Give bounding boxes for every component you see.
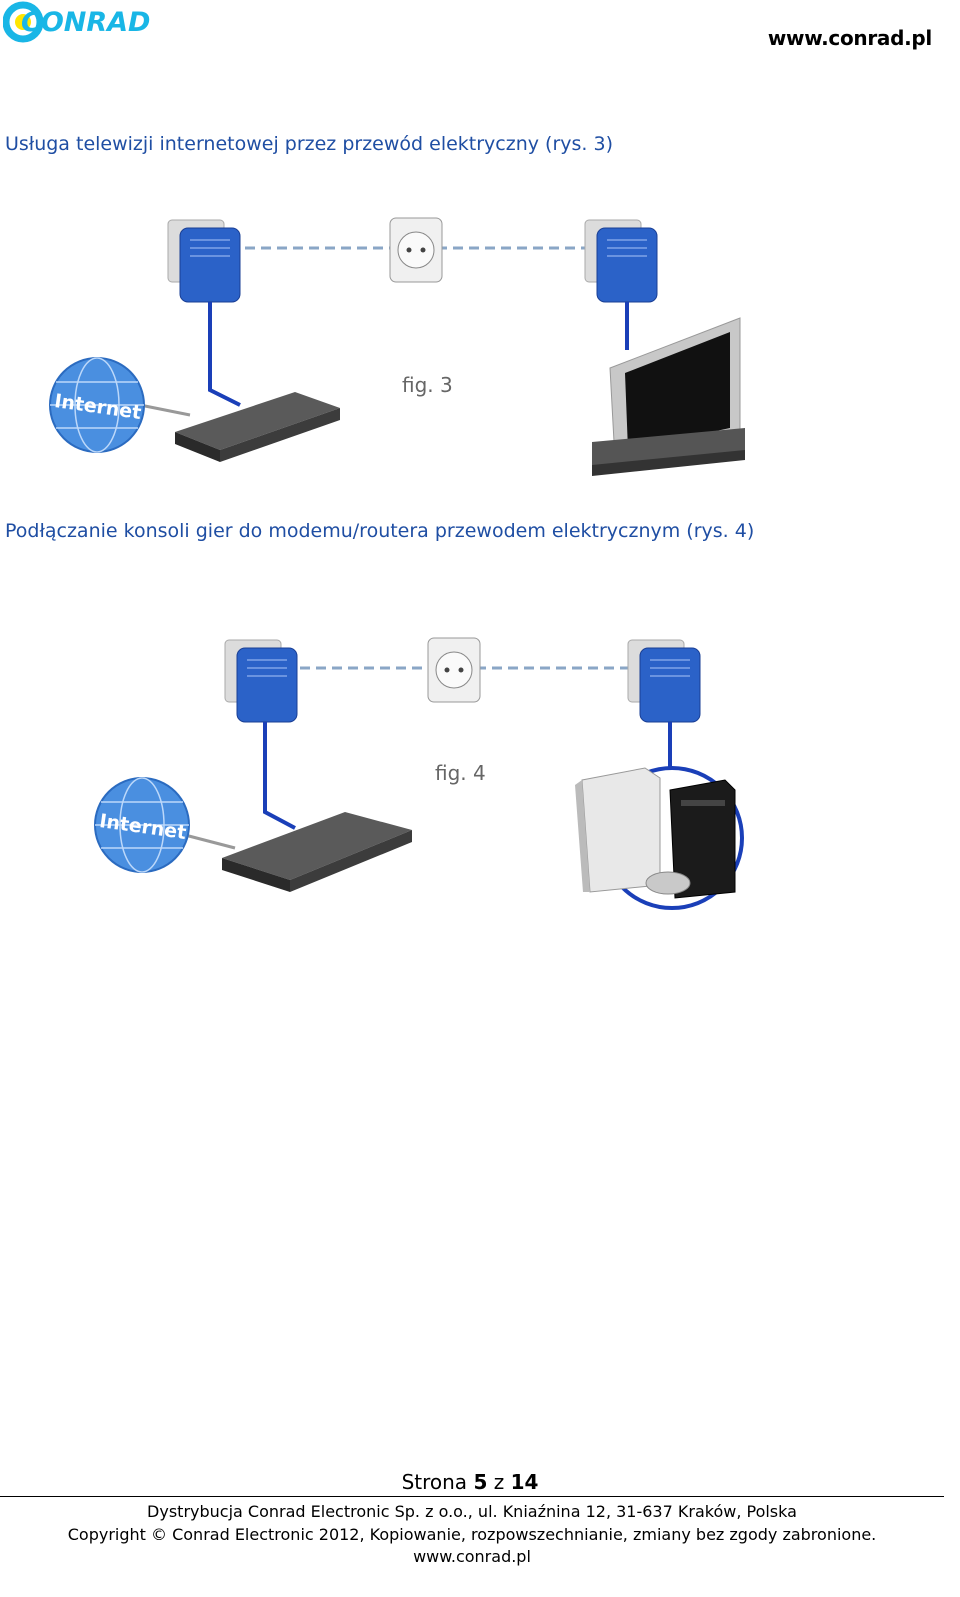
- figure-4-diagram: Internet fig. 4: [94, 637, 744, 910]
- powerline-adapter-left: [224, 639, 298, 723]
- cable-to-router: [208, 302, 241, 407]
- section-heading-tv: Usługa telewizji internetowej przez prze…: [5, 133, 613, 155]
- tv-icon: [592, 317, 745, 476]
- figure-label: fig. 4: [435, 761, 486, 785]
- footer-copyright: Copyright © Conrad Electronic 2012, Kopi…: [67, 1525, 877, 1544]
- powerline-adapter-right: [627, 639, 701, 723]
- logo-text: CONRAD: [21, 7, 150, 38]
- page-prefix: Strona: [401, 1470, 468, 1494]
- router-icon: [175, 392, 340, 462]
- wall-socket: [389, 217, 443, 283]
- page-number: Strona 5 z 14: [0, 1470, 940, 1494]
- internet-globe-icon: Internet: [94, 777, 190, 873]
- powerline-adapter-right: [584, 219, 658, 303]
- figure-3-diagram: Internet fig. 3: [49, 217, 745, 476]
- footer-site-url[interactable]: www.conrad.pl: [413, 1547, 531, 1566]
- section-heading-console: Podłączanie konsoli gier do modemu/route…: [5, 520, 755, 542]
- wall-socket: [427, 637, 481, 703]
- cable-globe-router: [139, 403, 191, 417]
- site-url-header[interactable]: www.conrad.pl: [767, 26, 932, 50]
- figure-label: fig. 3: [402, 373, 453, 397]
- gamepad-icon: [645, 871, 691, 895]
- cable-to-router: [263, 722, 296, 830]
- powerline-adapter-left: [167, 219, 241, 303]
- cable-globe-router: [184, 833, 236, 850]
- page-current: 5: [473, 1470, 488, 1494]
- page-total: 14: [510, 1470, 539, 1494]
- footer-divider: [0, 1496, 944, 1497]
- router-icon: [222, 812, 412, 892]
- page-sep: z: [493, 1470, 505, 1494]
- conrad-logo: CONRAD: [3, 1, 150, 43]
- footer-distribution: Dystrybucja Conrad Electronic Sp. z o.o.…: [147, 1502, 797, 1521]
- game-consoles-icon: [575, 766, 744, 910]
- internet-globe-icon: Internet: [49, 357, 145, 453]
